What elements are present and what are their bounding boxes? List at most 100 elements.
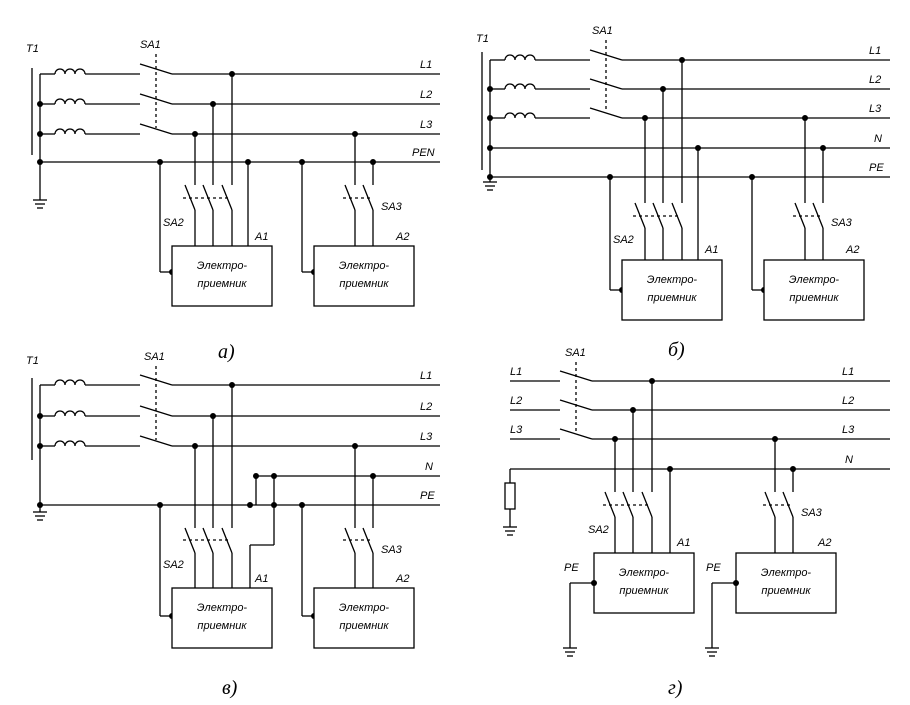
switch-label: SA2 (613, 234, 634, 246)
line-label: PEN (412, 147, 435, 159)
main-switch-label: SA1 (140, 39, 161, 51)
main-switch-label: SA1 (144, 351, 165, 363)
line-label: L1 (842, 366, 854, 378)
switch-label: SA3 (831, 217, 853, 229)
transformer-label: T1 (26, 43, 39, 55)
load-text: Электро- (197, 602, 248, 614)
line-label: L1 (869, 45, 881, 57)
switch-label: SA3 (801, 507, 823, 519)
winding-coil (54, 68, 86, 75)
winding-coil (54, 440, 86, 447)
load-id-label: A2 (395, 573, 409, 585)
switch-label: SA2 (163, 559, 184, 571)
load-id-label: A1 (704, 244, 718, 256)
load-box-a1 (171, 245, 273, 307)
load-id-label: A1 (254, 231, 268, 243)
panel-caption: а) (218, 341, 235, 363)
line-label: L2 (420, 89, 432, 101)
line-label: L2 (869, 74, 881, 86)
switch-label: SA2 (588, 524, 609, 536)
load-text: приемник (339, 620, 389, 632)
line-label: L1 (420, 59, 432, 71)
panel-b: T1 SA1 L1 L2 L3 N PE Электро- приемник S… (476, 25, 890, 361)
load-text: приемник (789, 292, 839, 304)
load-id-label: A2 (845, 244, 859, 256)
line-label: N (874, 133, 882, 145)
load-text: Электро- (197, 260, 248, 272)
load-text: приемник (197, 620, 247, 632)
panel-caption: г) (668, 677, 683, 699)
junction (487, 86, 493, 92)
main-switch-label: SA1 (592, 25, 613, 37)
junction (37, 443, 43, 449)
grounding-resistor (504, 482, 516, 510)
load-id-label: A1 (254, 573, 268, 585)
pe-label: PE (706, 562, 721, 574)
junction (37, 413, 43, 419)
switch-blade (559, 428, 593, 440)
load-text: Электро- (789, 274, 840, 286)
load-id-label: A1 (676, 537, 690, 549)
winding-coil (54, 410, 86, 417)
panel-caption: б) (668, 339, 685, 361)
load-id-label: A2 (817, 537, 831, 549)
junction (37, 131, 43, 137)
load-box-a1 (171, 587, 273, 649)
line-label: PE (869, 162, 884, 174)
transformer-label: T1 (476, 33, 489, 45)
load-text: приемник (339, 278, 389, 290)
load-text: приемник (761, 585, 811, 597)
line-label: N (845, 454, 853, 466)
input-label: L1 (510, 366, 522, 378)
load-text: приемник (197, 278, 247, 290)
load-box-a1 (621, 259, 723, 321)
load-text: Электро- (761, 567, 812, 579)
load-text: приемник (619, 585, 669, 597)
switch-blade (139, 123, 173, 135)
line-label: L1 (420, 370, 432, 382)
switch-blade (139, 435, 173, 447)
load-text: Электро- (339, 602, 390, 614)
line-label: N (425, 461, 433, 473)
winding-coil (54, 379, 86, 386)
switch-label: SA3 (381, 544, 403, 556)
load-box-a2 (763, 259, 865, 321)
load-text: Электро- (339, 260, 390, 272)
line-label: PE (420, 490, 435, 502)
switch-blade (589, 107, 623, 119)
winding-coil (504, 112, 536, 119)
load-box-a2 (313, 587, 415, 649)
panel-a: T1 SA1 L1 L2 L3 PEN Электро- приемник SA… (26, 39, 440, 363)
load-box-a2 (313, 245, 415, 307)
load-text: Электро- (647, 274, 698, 286)
winding-coil (504, 54, 536, 61)
load-box-a2 (735, 552, 837, 614)
panel-caption: в) (222, 677, 238, 699)
panel-d: L1 L2 L3 SA1 L1 L2 L3 N (503, 347, 890, 699)
junction (487, 115, 493, 121)
panel-c: T1 SA1 L1 L2 L3 N PE Электро- при (26, 351, 440, 699)
line-label: L3 (842, 424, 855, 436)
line-label: L3 (869, 103, 882, 115)
pe-label: PE (564, 562, 579, 574)
switch-label: SA2 (163, 217, 184, 229)
load-id-label: A2 (395, 231, 409, 243)
switch-label: SA3 (381, 201, 403, 213)
line-label: L3 (420, 119, 433, 131)
junction (247, 502, 253, 508)
transformer-label: T1 (26, 355, 39, 367)
main-switch-label: SA1 (565, 347, 586, 359)
load-text: Электро- (619, 567, 670, 579)
load-box-a1 (593, 552, 695, 614)
input-label: L2 (510, 395, 522, 407)
winding-coil (504, 83, 536, 90)
input-label: L3 (510, 424, 523, 436)
winding-coil (54, 128, 86, 135)
line-label: L2 (842, 395, 854, 407)
line-label: L3 (420, 431, 433, 443)
line-label: L2 (420, 401, 432, 413)
winding-coil (54, 98, 86, 105)
load-text: приемник (647, 292, 697, 304)
